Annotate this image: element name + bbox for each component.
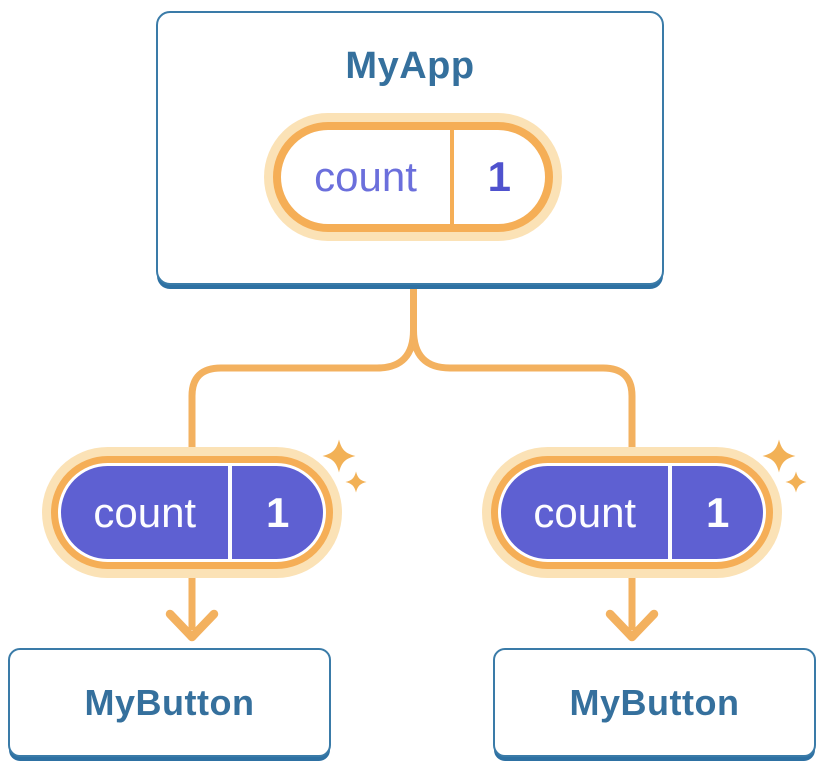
left-state-pill-ring: count 1: [51, 456, 333, 569]
sparkle-icon: [762, 439, 796, 473]
pill-divider: [450, 130, 454, 224]
right-branch-connector-line: [410, 329, 636, 630]
state-name-label: count: [93, 488, 197, 536]
parent-component-card: MyApp count 1: [156, 11, 664, 285]
left-arrow-down-icon: [165, 609, 219, 642]
state-value-label: 1: [266, 488, 290, 536]
root-state-pill: count 1: [264, 113, 562, 241]
state-name-label: count: [533, 488, 637, 536]
right-state-pill: count 1: [482, 447, 782, 578]
left-branch-connector-line: [188, 329, 417, 630]
right-arrow-down-icon: [605, 609, 659, 642]
right-state-pill-ring: count 1: [491, 456, 773, 569]
root-state-pill-ring: count 1: [273, 122, 553, 232]
child-component-title: MyButton: [84, 681, 255, 723]
state-value-label: 1: [706, 488, 730, 536]
sparkle-icon: [322, 439, 356, 473]
state-value-label: 1: [487, 153, 511, 200]
sparkle-icon: [785, 471, 807, 493]
right-state-pill-fill: count 1: [501, 466, 763, 559]
left-state-pill-fill: count 1: [61, 466, 323, 559]
left-state-pill: count 1: [42, 447, 342, 578]
parent-component-title: MyApp: [345, 45, 475, 87]
right-child-component-card: MyButton: [493, 648, 816, 757]
child-component-title: MyButton: [569, 681, 740, 723]
sparkle-icon: [345, 471, 367, 493]
state-name-label: count: [314, 153, 417, 200]
pill-divider: [668, 466, 673, 559]
left-child-component-card: MyButton: [8, 648, 331, 757]
pill-divider: [228, 466, 233, 559]
